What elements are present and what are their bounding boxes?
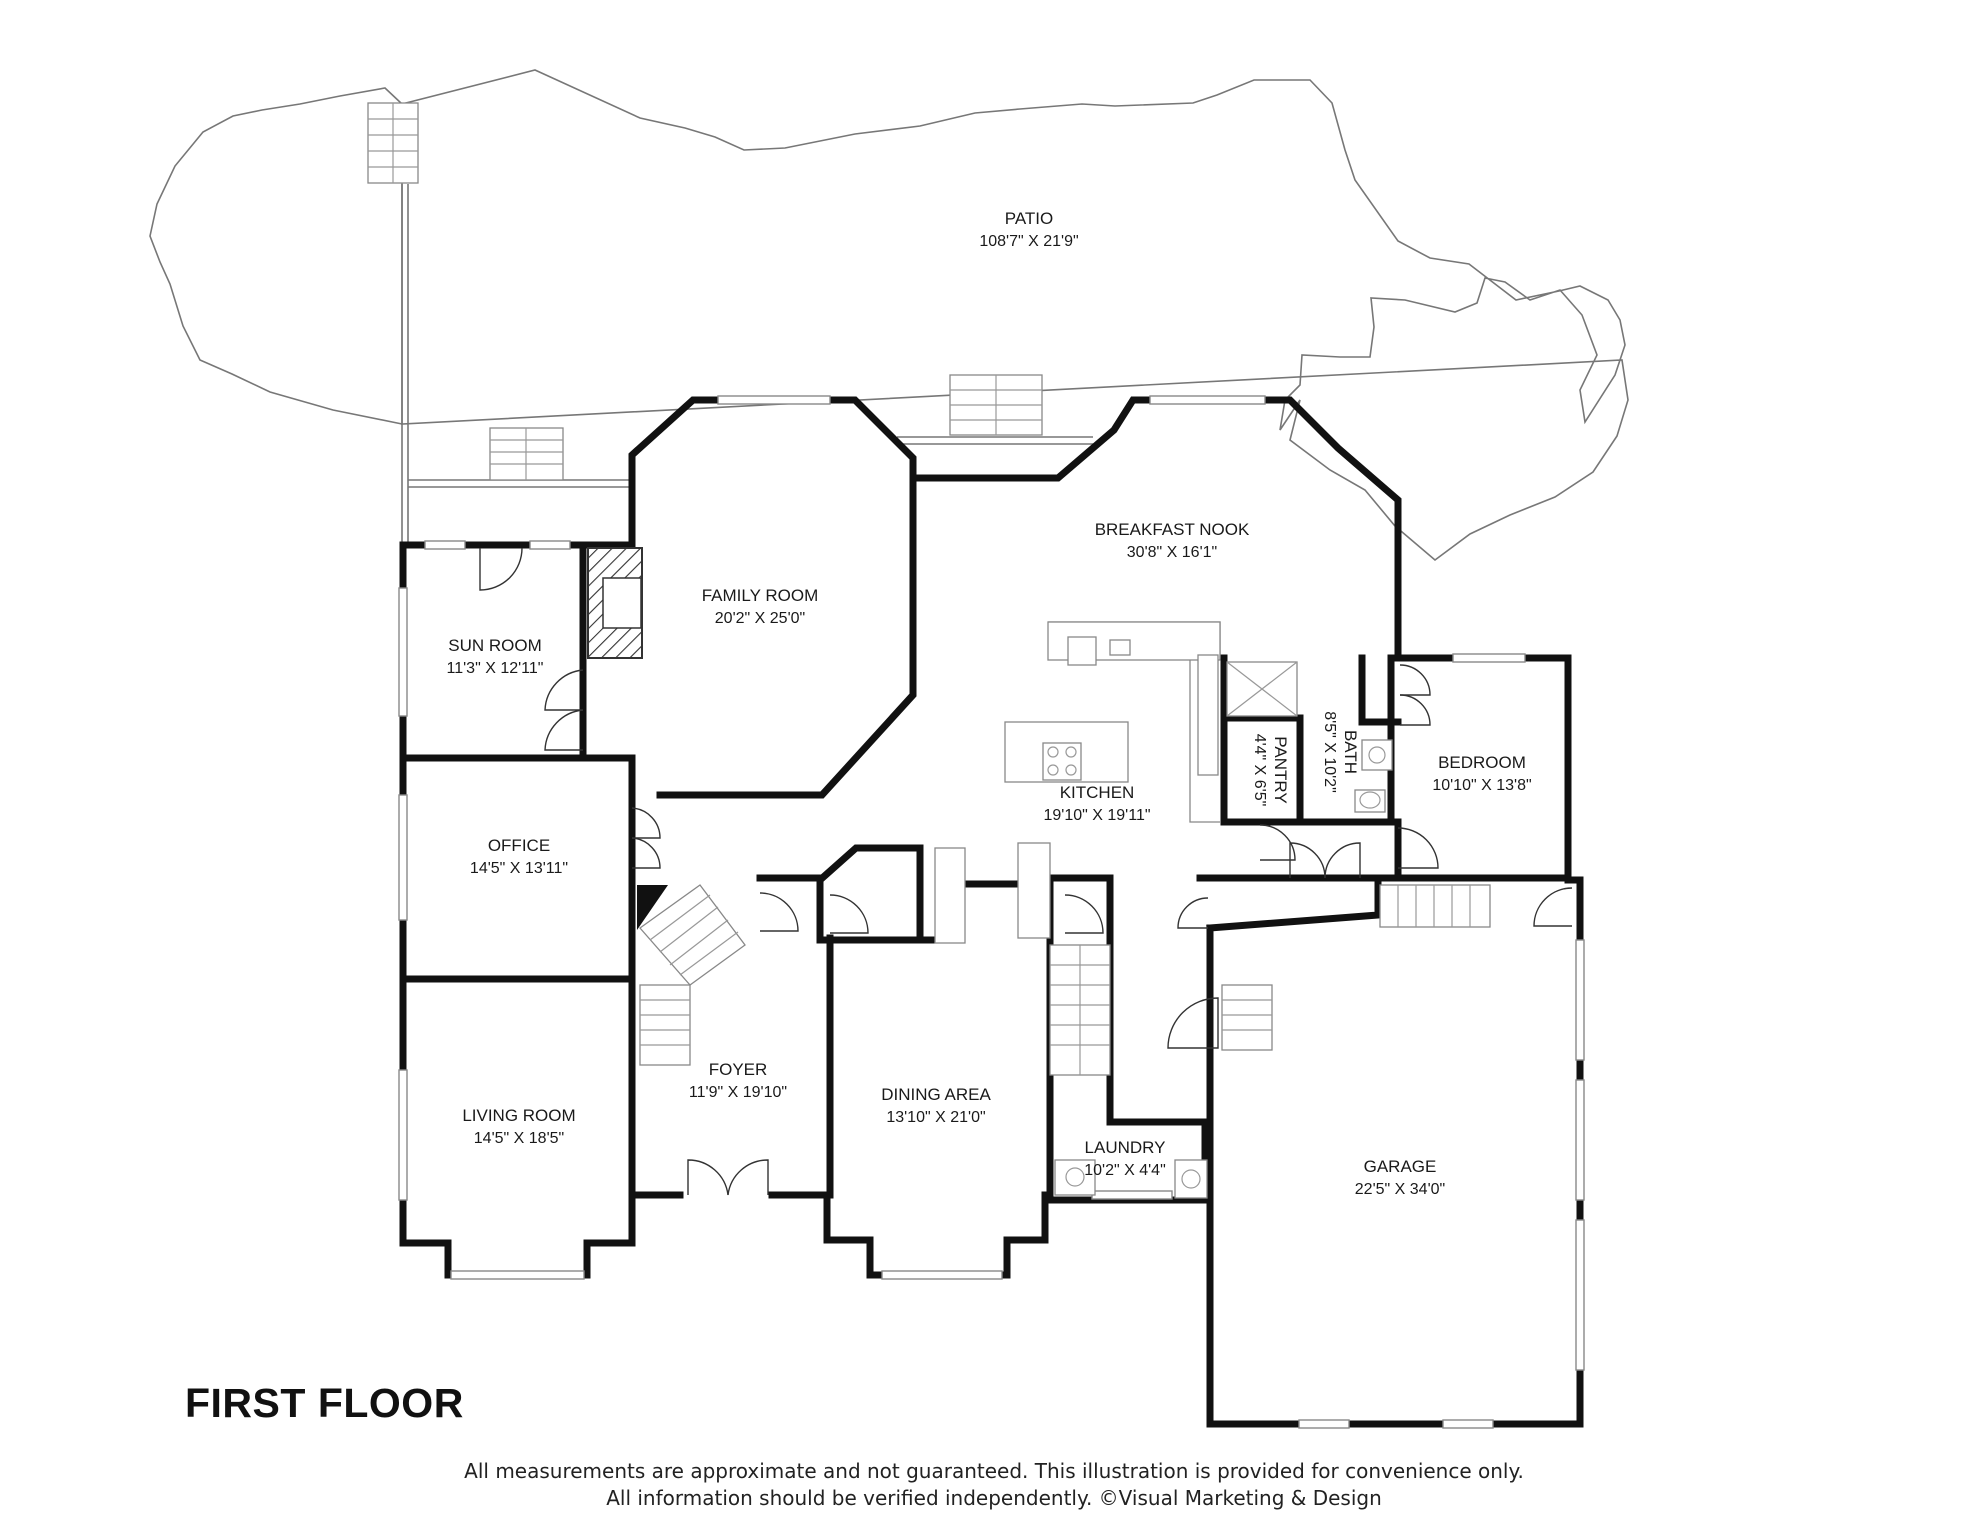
windows	[398, 395, 1585, 1429]
patio-outline	[401, 69, 1629, 562]
room-dims: 13'10" X 21'0"	[886, 1109, 985, 1126]
bath-fixtures	[1226, 661, 1393, 813]
floor-title: FIRST FLOOR	[185, 1380, 464, 1426]
room-name: SUN ROOM	[448, 636, 542, 655]
room-dims: 14'5" X 13'11"	[470, 860, 568, 877]
room-dims: 19'10" X 19'11"	[1043, 807, 1150, 824]
fireplace	[587, 547, 643, 659]
disclaimer: All measurements are approximate and not…	[0, 1458, 1988, 1512]
room-dims: 11'9" X 19'10"	[689, 1084, 787, 1101]
room-name: FAMILY ROOM	[702, 586, 819, 605]
room-dims: 11'3" X 12'11"	[447, 660, 544, 677]
room-name: LIVING ROOM	[462, 1106, 575, 1125]
stair-landing-solid	[637, 885, 668, 930]
patio-stair-center	[949, 374, 1043, 436]
room-dims: 108'7" X 21'9"	[979, 233, 1078, 250]
room-garage: GARAGE 22'5" X 34'0"	[1355, 1157, 1445, 1198]
room-living-room: LIVING ROOM 14'5" X 18'5"	[462, 1106, 575, 1147]
room-name: PATIO	[1005, 209, 1054, 228]
room-foyer: FOYER 11'9" X 19'10"	[689, 1060, 787, 1101]
patio-stair-northwest	[367, 102, 419, 184]
room-kitchen: KITCHEN 19'10" X 19'11"	[1043, 783, 1150, 824]
laundry-fixtures	[1054, 1159, 1208, 1199]
room-dims: 14'5" X 18'5"	[474, 1130, 564, 1147]
rear-stair	[1049, 944, 1111, 1076]
room-dims: 10'2" X 4'4"	[1084, 1162, 1166, 1179]
room-name: BEDROOM	[1438, 753, 1526, 772]
disclaimer-line-2: All information should be verified indep…	[606, 1486, 1382, 1510]
room-name: FOYER	[709, 1060, 768, 1079]
room-name: BREAKFAST NOOK	[1095, 520, 1250, 539]
room-family-room: FAMILY ROOM 20'2" X 25'0"	[702, 586, 819, 627]
room-dims: 10'10" X 13'8"	[1432, 777, 1531, 794]
room-name: OFFICE	[488, 836, 550, 855]
room-bath: BATH 8'5" X 10'2"	[1321, 711, 1360, 793]
doors	[479, 547, 1573, 1196]
patio-west-edge	[149, 87, 403, 425]
room-name: DINING AREA	[881, 1085, 991, 1104]
room-dims: 20'2" X 25'0"	[715, 610, 805, 627]
garage-stair-west	[1221, 984, 1273, 1051]
room-dining-area: DINING AREA 13'10" X 21'0"	[881, 1085, 991, 1126]
room-breakfast-nook: BREAKFAST NOOK 30'8" X 16'1"	[1095, 520, 1250, 561]
disclaimer-line-1: All measurements are approximate and not…	[464, 1459, 1524, 1483]
garage-stair-north	[1379, 884, 1491, 928]
room-sun-room: SUN ROOM 11'3" X 12'11"	[447, 636, 544, 677]
room-laundry: LAUNDRY 10'2" X 4'4"	[1084, 1138, 1166, 1179]
room-office: OFFICE 14'5" X 13'11"	[470, 836, 568, 877]
patio-stair-sunroom	[489, 427, 564, 481]
main-stair	[639, 884, 746, 1066]
room-dims: 8'5" X 10'2"	[1321, 711, 1338, 793]
room-dims: 4'4" X 6'5"	[1251, 734, 1268, 807]
kitchen-counters	[934, 621, 1221, 944]
room-pantry: PANTRY 4'4" X 6'5"	[1251, 734, 1290, 807]
room-name: GARAGE	[1364, 1157, 1437, 1176]
room-dims: 22'5" X 34'0"	[1355, 1181, 1445, 1198]
room-patio: PATIO 108'7" X 21'9"	[979, 209, 1078, 250]
room-name: PANTRY	[1271, 736, 1290, 803]
room-dims: 30'8" X 16'1"	[1127, 544, 1217, 561]
room-name: BATH	[1341, 730, 1360, 774]
room-name: LAUNDRY	[1085, 1138, 1166, 1157]
room-bedroom: BEDROOM 10'10" X 13'8"	[1432, 753, 1531, 794]
room-name: KITCHEN	[1060, 783, 1135, 802]
